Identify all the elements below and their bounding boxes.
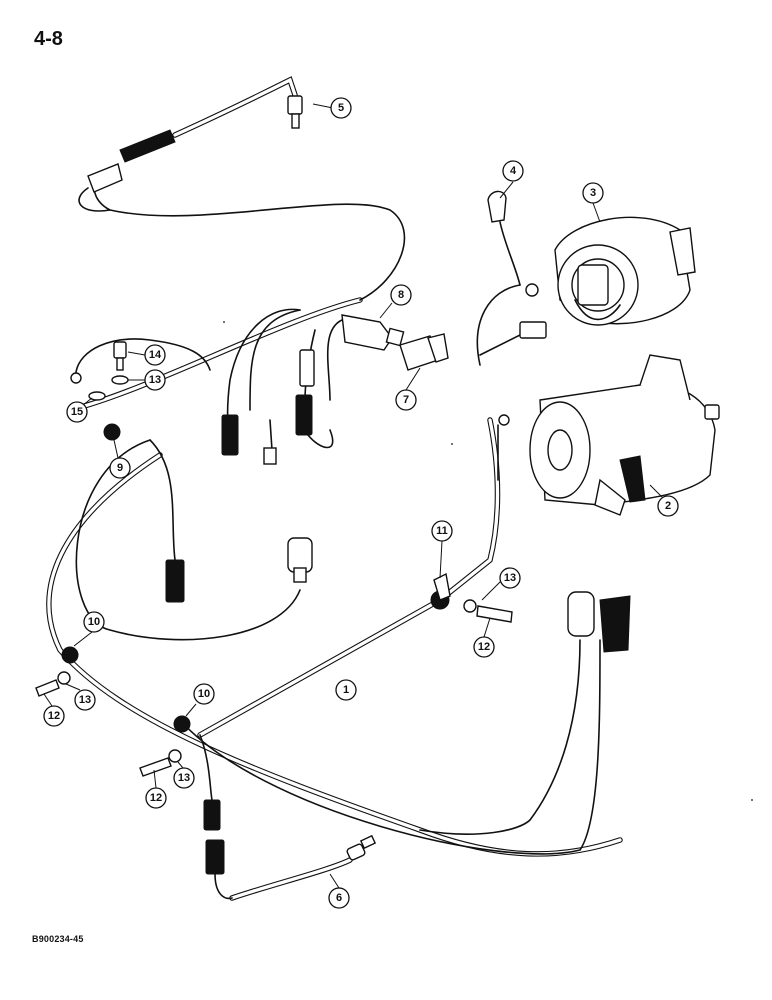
- callout-12c: [145, 787, 167, 809]
- callout-label-9: 9: [117, 462, 123, 474]
- callout-1: [335, 679, 357, 701]
- callout-label-4: 4: [510, 165, 517, 177]
- callout-label-13d: 13: [178, 772, 190, 784]
- callout-4: [502, 160, 524, 182]
- callout-label-11: 11: [436, 525, 448, 537]
- callout-13c: [74, 689, 96, 711]
- callout-5: [330, 97, 352, 119]
- callouts: 5 4 3 8 7 14 13 15 9 2 11 13: [43, 97, 679, 909]
- callout-15: [66, 401, 88, 423]
- callout-7: [395, 389, 417, 411]
- callout-label-12c: 12: [150, 792, 162, 804]
- temperature-sender: [78, 76, 303, 212]
- callout-label-14: 14: [149, 349, 162, 361]
- callout-2: [657, 495, 679, 517]
- terminal-boot: [487, 190, 539, 297]
- callout-10b: [193, 683, 215, 705]
- callout-label-12b: 12: [48, 710, 60, 722]
- clamps: [61, 423, 451, 733]
- callout-label-3: 3: [590, 187, 596, 199]
- callout-3: [582, 182, 604, 204]
- callout-label-13b: 13: [504, 572, 516, 584]
- page-number: 4-8: [34, 28, 63, 50]
- oil-pressure-switch: [326, 314, 449, 401]
- alternator: [519, 216, 696, 339]
- callout-14: [144, 344, 166, 366]
- callout-12b: [43, 705, 65, 727]
- callout-10a: [83, 611, 105, 633]
- callout-label-6: 6: [336, 892, 342, 904]
- callout-6: [328, 887, 350, 909]
- callout-label-13c: 13: [79, 694, 91, 706]
- callout-8: [390, 284, 412, 306]
- callout-11: [431, 520, 453, 542]
- callout-label-2: 2: [665, 500, 671, 512]
- callout-label-1: 1: [343, 684, 349, 696]
- callout-13a: [144, 369, 166, 391]
- callout-9: [109, 457, 131, 479]
- callout-label-7: 7: [403, 394, 409, 406]
- harness-connectors: [165, 537, 631, 875]
- callout-label-10a: 10: [88, 616, 100, 628]
- figure-code: B900234-45: [32, 934, 84, 944]
- callout-label-10b: 10: [198, 688, 210, 700]
- callout-label-15: 15: [71, 406, 83, 418]
- callout-label-12a: 12: [478, 641, 490, 653]
- callout-12a: [473, 636, 495, 658]
- starter-motor: [498, 354, 720, 516]
- main-harness: [46, 175, 623, 857]
- sensor-tube: [214, 834, 377, 901]
- callout-label-13a: 13: [149, 374, 161, 386]
- callout-13b: [499, 567, 521, 589]
- callout-13d: [173, 767, 195, 789]
- hardware: [35, 338, 513, 777]
- callout-label-5: 5: [338, 102, 344, 114]
- connector-pigtails: [221, 308, 334, 465]
- callout-label-8: 8: [398, 289, 404, 301]
